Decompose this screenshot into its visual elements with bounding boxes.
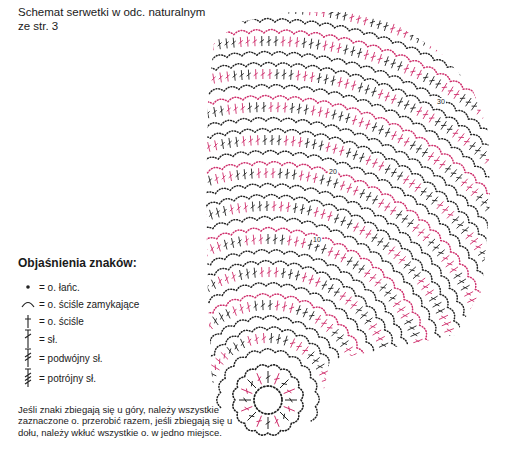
chain-arches <box>0 19 510 461</box>
note-text-text: Jeśli znaki zbiegają się u góry, należy … <box>18 404 232 438</box>
treble-ring <box>239 371 297 429</box>
legend-text: = podwójny sł. <box>39 353 103 364</box>
legend-heading: Objaśnienia znaków: <box>18 256 218 270</box>
stitch-symbol <box>20 276 36 298</box>
title-text: Schemat serwetki w odc. naturalnym ze st… <box>18 6 205 32</box>
treble-stitches <box>0 3 510 461</box>
legend-text: = sł. <box>39 334 58 345</box>
stitch-symbol <box>20 293 36 315</box>
chart-title: Schemat serwetki w odc. naturalnym ze st… <box>18 6 218 34</box>
row-number-text: 20 <box>329 168 337 175</box>
stitch-symbol <box>20 347 36 369</box>
stitch-rows <box>0 3 510 461</box>
legend-item: = o. łańc. <box>20 276 80 298</box>
legend-text: = o. łańc. <box>39 282 80 293</box>
legend-heading-text: Objaśnienia znaków: <box>18 256 137 270</box>
legend-item: = sł. <box>20 328 58 350</box>
center-motif <box>233 365 303 435</box>
legend-item: = o. ściśle zamykające <box>20 293 139 315</box>
row-number-text: 30 <box>437 98 445 105</box>
legend-text: = o. ściśle zamykające <box>39 299 139 310</box>
stitch-symbol <box>20 328 36 350</box>
chain-arches <box>0 30 510 461</box>
row-number: 20 <box>328 168 338 176</box>
chain-arches <box>233 365 303 435</box>
legend-text: = o. ściśle <box>39 316 84 327</box>
treble-stitches <box>0 3 510 461</box>
stitch-symbol <box>20 367 36 389</box>
row-number: 10 <box>312 236 322 244</box>
chain-ring <box>254 386 282 414</box>
row-number: 30 <box>436 98 446 106</box>
note-text: Jeśli znaki zbiegają się u góry, należy … <box>18 404 234 438</box>
row-number-text: 10 <box>313 236 321 243</box>
legend-text: = potrójny sł. <box>39 373 96 384</box>
legend-item: = potrójny sł. <box>20 367 96 389</box>
legend-item: = podwójny sł. <box>20 347 103 369</box>
stitch-symbol <box>20 310 36 332</box>
treble-ring <box>241 373 295 427</box>
legend-item: = o. ściśle <box>20 310 84 332</box>
